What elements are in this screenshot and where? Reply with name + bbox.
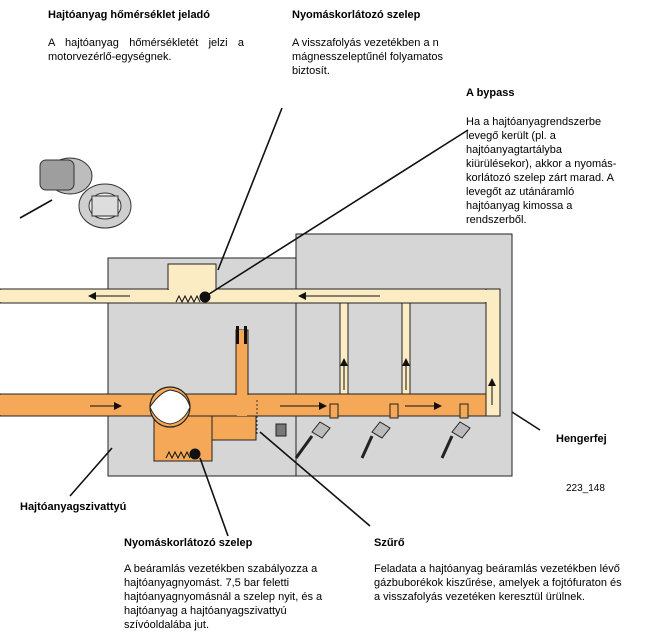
bypass-title: A bypass [466, 87, 515, 99]
fuel-injector-icon [294, 403, 471, 459]
supply-valve-text: A beáramlás vezetékben szabályozza a haj… [124, 563, 323, 631]
figure-code: 223_148 [566, 483, 605, 494]
supply-valve-spring [165, 448, 201, 460]
filter-text: Feladata a hajtóanyag beáramlás vezetékb… [374, 563, 622, 603]
leader-lines [19, 107, 541, 537]
temp-sensor-text: A hajtóanyag hőmérsékletét jelzi a motor… [48, 37, 244, 63]
flow-arrow-icon [88, 292, 496, 410]
return-valve-text-3: biztosít. [292, 65, 330, 77]
bypass-text: Ha a hajtóanyagrendszerbe levegő került … [466, 116, 617, 226]
pump-rotor [149, 386, 191, 428]
return-valve-text-2: mágnesszeleptűnél folyamatos [292, 51, 444, 63]
fuel-pump-label: Hajtóanyagszivattyú [20, 501, 127, 513]
inline-temp-sensor [275, 423, 287, 437]
return-valve-title: Nyomáskorlátozó szelep [292, 9, 421, 21]
fuel-temperature-sensor-icon [39, 157, 132, 229]
return-valve-text-1: A visszafolyás vezetékben a n [292, 37, 439, 49]
throttle-bore [236, 326, 247, 344]
filter-title: Szűrő [374, 537, 405, 549]
cylinder-head-label: Hengerfej [556, 433, 607, 445]
supply-valve-title: Nyomáskorlátozó szelep [124, 537, 253, 549]
temp-sensor-title: Hajtóanyag hőmérséklet jeladó [48, 9, 210, 21]
